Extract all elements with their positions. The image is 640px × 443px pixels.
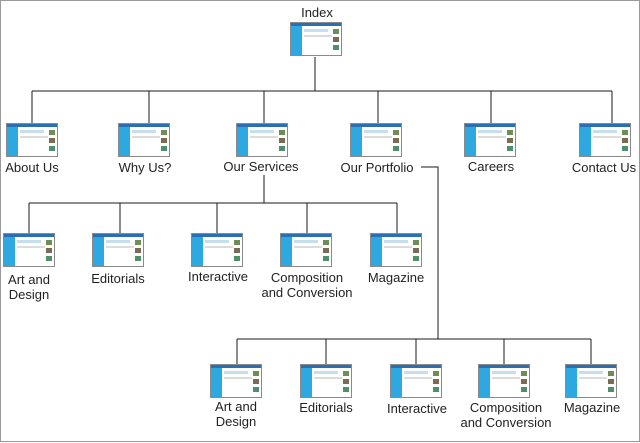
node-portfolio-magazine-label: Magazine [563,400,621,415]
label-line-1: Composition [270,270,344,285]
node-services-art-and-design-label: Art and Design [1,272,57,302]
node-portfolio-composition-thumbnail [478,364,530,398]
node-our-portfolio-thumbnail [350,123,402,157]
node-services-composition-thumbnail [280,233,332,267]
node-portfolio-art-and-design-label: Art and Design [207,399,265,429]
label-line-1: Art and [215,399,257,414]
node-careers-label: Careers [467,159,515,174]
node-portfolio-interactive-label: Interactive [387,401,447,416]
node-services-interactive-label: Interactive [188,269,248,284]
node-services-composition-label: Composition and Conversion [257,270,357,300]
connector-portfolio [236,166,592,364]
node-our-services-thumbnail [236,123,288,157]
node-contact-us-label: Contact Us [571,160,637,175]
node-services-interactive-thumbnail [191,233,243,267]
node-portfolio-editorials-thumbnail [300,364,352,398]
node-why-us-label: Why Us? [118,160,172,175]
label-line-2: Design [215,414,257,429]
node-our-services-label: Our Services [223,159,299,174]
node-our-portfolio-label: Our Portfolio [340,160,414,175]
node-services-art-and-design-thumbnail [3,233,55,267]
node-index-label: Index [301,5,333,20]
node-portfolio-magazine-thumbnail [565,364,617,398]
node-services-magazine-thumbnail [370,233,422,267]
node-portfolio-editorials-label: Editorials [299,400,353,415]
node-services-editorials-thumbnail [92,233,144,267]
node-portfolio-art-and-design-thumbnail [210,364,262,398]
node-services-editorials-label: Editorials [91,271,145,286]
connector-index [31,57,613,123]
label-line-1: Art and [8,272,50,287]
label-line-1: Composition [469,400,543,415]
node-careers-thumbnail [464,123,516,157]
connector-services [28,175,398,233]
node-about-us-label: About Us [5,160,59,175]
node-about-us-thumbnail [6,123,58,157]
node-index-thumbnail [290,22,342,56]
node-services-magazine-label: Magazine [367,270,425,285]
label-line-2: and Conversion [261,285,353,300]
label-line-2: Design [8,287,50,302]
node-portfolio-composition-label: Composition and Conversion [456,400,556,430]
node-portfolio-interactive-thumbnail [390,364,442,398]
label-line-2: and Conversion [460,415,552,430]
node-why-us-thumbnail [118,123,170,157]
node-contact-us-thumbnail [579,123,631,157]
